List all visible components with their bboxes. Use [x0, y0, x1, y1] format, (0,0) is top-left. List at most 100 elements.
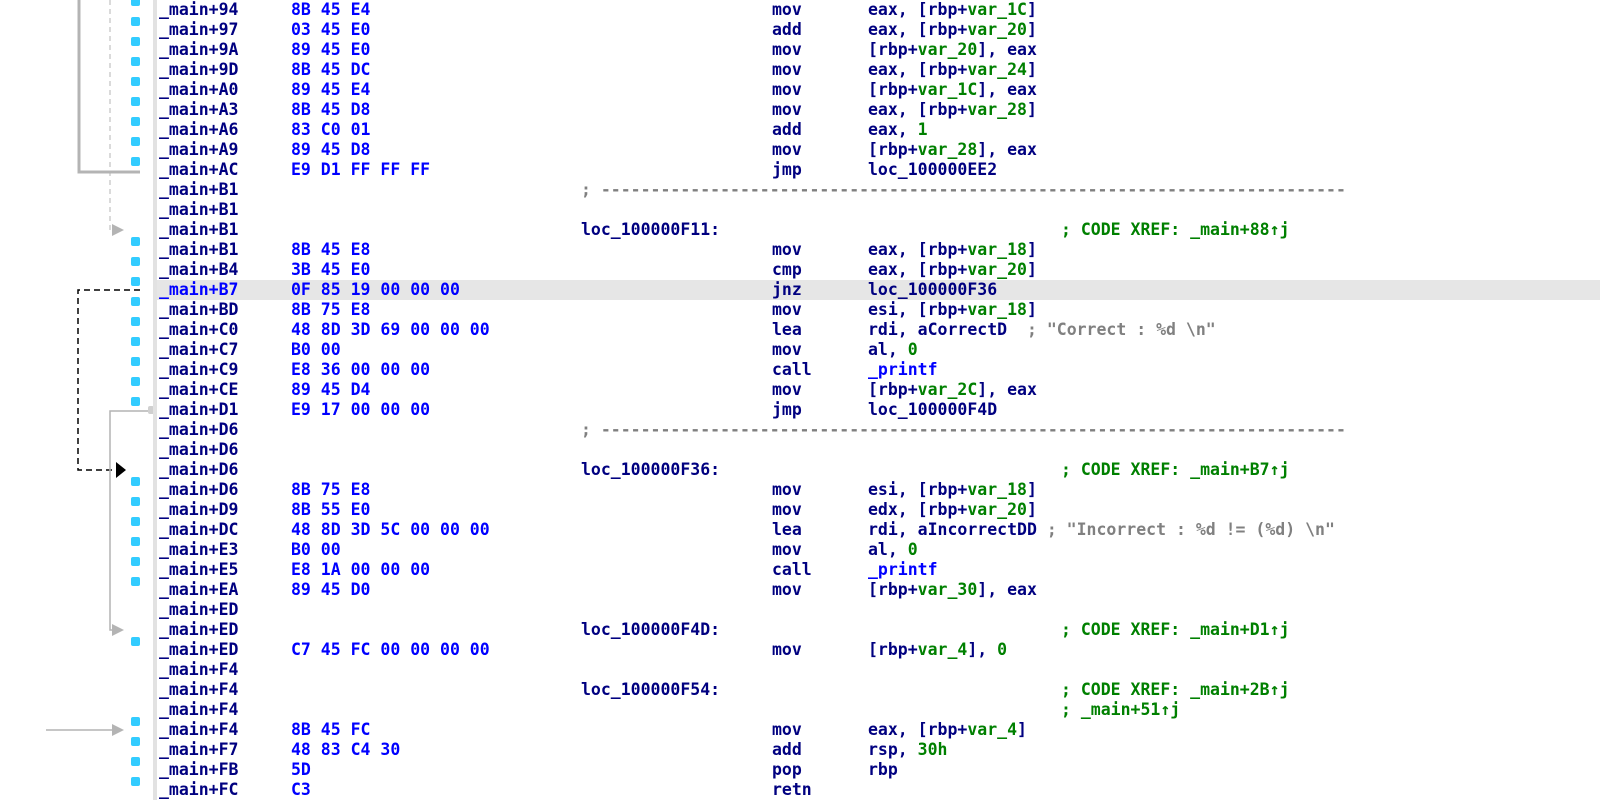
- breakpoint-dot-icon[interactable]: [131, 777, 140, 786]
- line-address[interactable]: _main+C9: [159, 360, 239, 379]
- breakpoint-dot-icon[interactable]: [131, 537, 140, 546]
- operand-text[interactable]: loc_100000EE2: [868, 160, 998, 179]
- breakpoint-dot-icon[interactable]: [131, 137, 140, 146]
- operand-text[interactable]: ]: [1026, 500, 1037, 519]
- instruction-mnemonic[interactable]: call: [772, 360, 812, 379]
- line-address[interactable]: _main+D6: [159, 440, 239, 459]
- instruction-operands[interactable]: esi, [rbp+var_18]: [868, 480, 1037, 500]
- operand-text[interactable]: ]: [1026, 0, 1037, 19]
- instruction-operands[interactable]: eax, [rbp+var_24]: [868, 60, 1037, 80]
- instruction-operands[interactable]: eax, [rbp+var_28]: [868, 100, 1037, 120]
- instruction-operands[interactable]: loc_100000EE2: [868, 160, 997, 180]
- instruction-operands[interactable]: _printf: [868, 360, 938, 380]
- operand-variable[interactable]: var_20: [967, 500, 1027, 519]
- instruction-operands[interactable]: rbp: [868, 760, 898, 780]
- line-address[interactable]: _main+ED: [159, 640, 239, 659]
- operand-text[interactable]: eax,: [868, 120, 918, 139]
- breakpoint-dot-icon[interactable]: [131, 277, 140, 286]
- instruction-operands[interactable]: [rbp+var_2C], eax: [868, 380, 1037, 400]
- breakpoint-dot-icon[interactable]: [131, 477, 140, 486]
- operand-text[interactable]: al,: [868, 340, 908, 359]
- instruction-mnemonic[interactable]: mov: [772, 40, 802, 59]
- instruction-operands[interactable]: eax, [rbp+var_18]: [868, 240, 1037, 260]
- operand-text[interactable]: eax, [rbp+: [868, 260, 968, 279]
- line-address[interactable]: _main+97: [159, 20, 239, 39]
- operand-text[interactable]: eax, [rbp+: [868, 100, 968, 119]
- operand-number[interactable]: 0: [907, 340, 918, 359]
- line-address[interactable]: _main+A9: [159, 140, 239, 159]
- breakpoint-dot-icon[interactable]: [131, 317, 140, 326]
- line-address[interactable]: _main+D6: [159, 460, 239, 479]
- line-address[interactable]: _main+A3: [159, 100, 239, 119]
- operand-text[interactable]: ]: [1026, 20, 1037, 39]
- breakpoint-dot-icon[interactable]: [131, 397, 140, 406]
- code-line[interactable]: _main+B1; ------------------------------…: [157, 180, 1600, 200]
- line-address[interactable]: _main+ED: [159, 600, 239, 619]
- instruction-operands[interactable]: [rbp+var_4], 0: [868, 640, 1007, 660]
- operand-text[interactable]: eax, [rbp+: [868, 240, 968, 259]
- operand-text[interactable]: ]: [1026, 240, 1037, 259]
- operand-text[interactable]: esi, [rbp+: [868, 480, 968, 499]
- line-address[interactable]: _main+A6: [159, 120, 239, 139]
- operand-text[interactable]: ], eax: [977, 580, 1037, 599]
- line-address[interactable]: _main+9D: [159, 60, 239, 79]
- instruction-operands[interactable]: [rbp+var_30], eax: [868, 580, 1037, 600]
- instruction-mnemonic[interactable]: mov: [772, 240, 802, 259]
- line-address[interactable]: _main+9A: [159, 40, 239, 59]
- operand-text[interactable]: eax, [rbp+: [868, 20, 968, 39]
- instruction-operands[interactable]: rdi, aCorrectD ; "Correct : %d \n": [868, 320, 1216, 340]
- breakpoint-dot-icon[interactable]: [131, 497, 140, 506]
- line-address[interactable]: _main+C7: [159, 340, 239, 359]
- breakpoint-dot-icon[interactable]: [131, 377, 140, 386]
- breakpoint-dot-icon[interactable]: [131, 37, 140, 46]
- operand-text[interactable]: rsp,: [868, 740, 918, 759]
- instruction-mnemonic[interactable]: mov: [772, 720, 802, 739]
- operand-text[interactable]: ],: [967, 640, 998, 659]
- instruction-operands[interactable]: rdi, aIncorrectDD ; "Incorrect : %d != (…: [868, 520, 1335, 540]
- operand-text[interactable]: ]: [1026, 100, 1037, 119]
- breakpoint-dot-icon[interactable]: [131, 257, 140, 266]
- line-address[interactable]: _main+F4: [159, 700, 239, 719]
- instruction-operands[interactable]: [rbp+var_1C], eax: [868, 80, 1037, 100]
- operand-text[interactable]: [rbp+: [868, 80, 918, 99]
- instruction-mnemonic[interactable]: add: [772, 20, 802, 39]
- instruction-mnemonic[interactable]: mov: [772, 60, 802, 79]
- breakpoint-dot-icon[interactable]: [131, 237, 140, 246]
- operand-text[interactable]: loc_100000F4D: [868, 400, 998, 419]
- operand-variable[interactable]: var_20: [967, 20, 1027, 39]
- operand-text[interactable]: rdi, aIncorrectDD: [868, 520, 1047, 539]
- line-address[interactable]: _main+F4: [159, 660, 239, 679]
- breakpoint-dot-icon[interactable]: [131, 77, 140, 86]
- operand-variable[interactable]: var_1C: [967, 0, 1027, 19]
- breakpoint-dot-icon[interactable]: [131, 357, 140, 366]
- line-address[interactable]: _main+C0: [159, 320, 239, 339]
- instruction-mnemonic[interactable]: mov: [772, 580, 802, 599]
- instruction-mnemonic[interactable]: jnz: [772, 280, 802, 299]
- operand-text[interactable]: rbp: [868, 760, 898, 779]
- line-address[interactable]: _main+B1: [159, 200, 239, 219]
- operand-text[interactable]: [rbp+: [868, 580, 918, 599]
- code-label[interactable]: loc_100000F36:: [581, 460, 721, 479]
- code-label[interactable]: loc_100000F54:: [581, 680, 721, 699]
- line-address[interactable]: _main+B1: [159, 220, 239, 239]
- code-line[interactable]: _main+D6; ------------------------------…: [157, 420, 1600, 440]
- instruction-mnemonic[interactable]: mov: [772, 500, 802, 519]
- instruction-operands[interactable]: rsp, 30h: [868, 740, 947, 760]
- breakpoint-dot-icon[interactable]: [131, 637, 140, 646]
